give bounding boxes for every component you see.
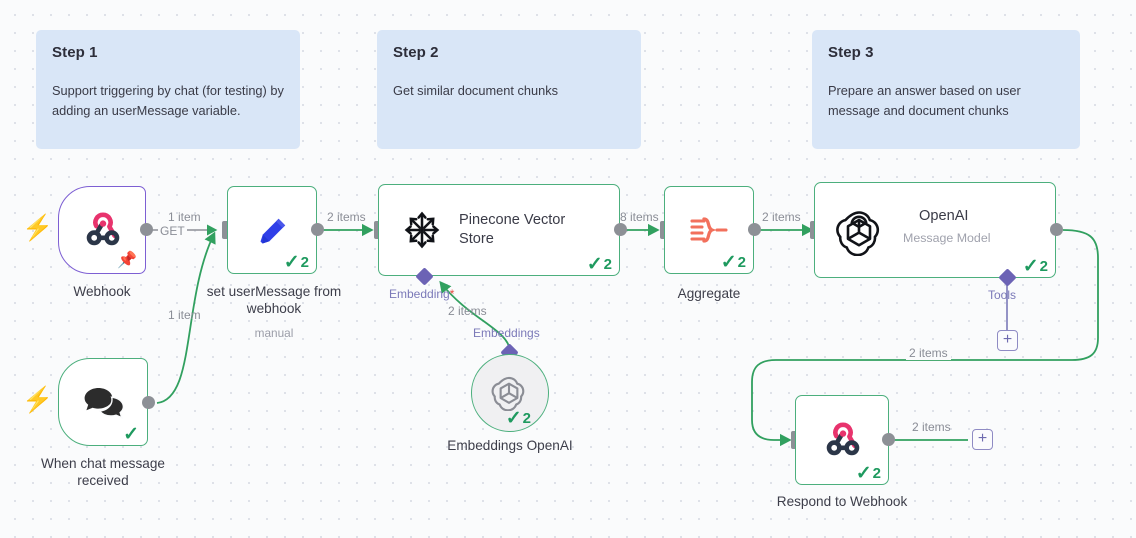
chat-bubbles-icon	[59, 359, 149, 447]
node-subtitle-set: manual	[254, 326, 294, 340]
node-label-webhook: Webhook	[73, 284, 131, 299]
node-when-chat-message-received[interactable]: ✓	[58, 358, 148, 446]
output-dot-respond[interactable]	[882, 433, 895, 446]
pin-icon[interactable]: 📌	[117, 252, 137, 269]
note-title: Step 1	[52, 44, 98, 61]
node-label-set: set userMessage from webhook	[206, 284, 342, 316]
output-dot-openai[interactable]	[1050, 223, 1063, 236]
output-dot-chat-trigger[interactable]	[142, 396, 155, 409]
note-body: Get similar document chunks	[393, 83, 559, 98]
node-title-pinecone: Pinecone Vector Store	[459, 212, 566, 247]
webhook-icon	[796, 396, 890, 486]
note-title: Step 3	[828, 44, 874, 61]
output-dot-set[interactable]	[311, 223, 324, 236]
node-openai[interactable]: OpenAI Message Model ✓ 2	[814, 182, 1056, 278]
execution-count-badge: ✓ 2	[586, 254, 612, 275]
output-dot-pinecone[interactable]	[614, 223, 627, 236]
wire-label-openai-2-items: 2 items	[906, 346, 951, 360]
input-port-set[interactable]	[222, 221, 230, 239]
wire-label-get: GET	[158, 224, 187, 238]
check-icon: ✓	[505, 408, 522, 429]
execution-count-badge: ✓ 2	[720, 252, 746, 273]
execution-count: 2	[1039, 258, 1048, 275]
wire-label-chat-1-item: 1 item	[168, 308, 201, 322]
pinecone-icon	[391, 199, 453, 261]
node-label-embeddings-openai: Embeddings OpenAI	[447, 438, 573, 453]
execution-count-badge: ✓ 2	[505, 408, 531, 429]
node-aggregate[interactable]: ✓ 2	[664, 186, 754, 274]
execution-count-badge: ✓ 2	[283, 252, 309, 273]
wire-label-pinecone-8-items: 8 items	[620, 210, 659, 224]
port-label-tools: Tools	[988, 288, 1017, 302]
aggregate-icon	[665, 187, 755, 275]
node-pinecone-vector-store[interactable]: Pinecone Vector Store ✓ 2	[378, 184, 620, 276]
node-label-aggregate: Aggregate	[677, 286, 741, 301]
check-icon: ✓	[123, 424, 139, 445]
sticky-note-step-1[interactable]: Step 1 Support triggering by chat (for t…	[36, 30, 300, 149]
wire-label-1-item: 1 item	[168, 210, 201, 224]
sticky-note-step-2[interactable]: Step 2 Get similar document chunks	[377, 30, 641, 149]
node-webhook[interactable]: 📌	[58, 186, 146, 274]
sticky-note-step-3[interactable]: Step 3 Prepare an answer based on user m…	[812, 30, 1080, 149]
execution-count: 2	[522, 410, 531, 427]
pencil-icon	[228, 187, 318, 275]
note-title: Step 2	[393, 44, 439, 61]
add-next-node-button[interactable]: +	[972, 429, 993, 450]
node-respond-to-webhook[interactable]: ✓ 2	[795, 395, 889, 485]
wire-label-aggregate-2-items: 2 items	[762, 210, 801, 224]
check-icon: ✓	[586, 254, 603, 275]
webhook-icon	[59, 187, 147, 275]
execution-count: 2	[737, 254, 746, 271]
note-body: Support triggering by chat (for testing)…	[52, 83, 284, 118]
check-icon: ✓	[855, 463, 872, 484]
check-icon: ✓	[283, 252, 300, 273]
node-subtitle-openai: Message Model	[903, 231, 991, 245]
openai-icon	[472, 355, 546, 429]
output-dot-aggregate[interactable]	[748, 223, 761, 236]
node-label-chat-trigger: When chat message received	[41, 456, 165, 488]
port-label-embedding: Embedding*	[389, 287, 455, 301]
check-icon: ✓	[720, 252, 737, 273]
output-dot-webhook[interactable]	[140, 223, 153, 236]
execution-count: 2	[603, 256, 612, 273]
execution-count: 2	[872, 465, 881, 482]
add-tool-button[interactable]: +	[997, 330, 1018, 351]
node-label-respond-webhook: Respond to Webhook	[776, 494, 908, 509]
node-title-openai: OpenAI	[919, 208, 969, 224]
trigger-bolt-icon: ⚡	[22, 214, 54, 242]
port-label-embeddings: Embeddings	[473, 326, 540, 340]
note-body: Prepare an answer based on user message …	[828, 83, 1021, 118]
node-embeddings-openai[interactable]: ✓ 2	[471, 354, 549, 432]
node-set-user-message[interactable]: ✓ 2	[227, 186, 317, 274]
execution-status-check: ✓	[123, 424, 140, 445]
trigger-bolt-icon-chat: ⚡	[22, 386, 54, 414]
execution-count: 2	[300, 254, 309, 271]
check-icon: ✓	[1022, 256, 1039, 277]
wire-label-respond-2-items: 2 items	[912, 420, 951, 434]
openai-icon	[831, 203, 887, 259]
wire-label-embeddings-2-items: 2 items	[448, 304, 487, 318]
wire-label-set-2-items: 2 items	[327, 210, 366, 224]
execution-count-badge: ✓ 2	[855, 463, 881, 484]
execution-count-badge: ✓ 2	[1022, 256, 1048, 277]
